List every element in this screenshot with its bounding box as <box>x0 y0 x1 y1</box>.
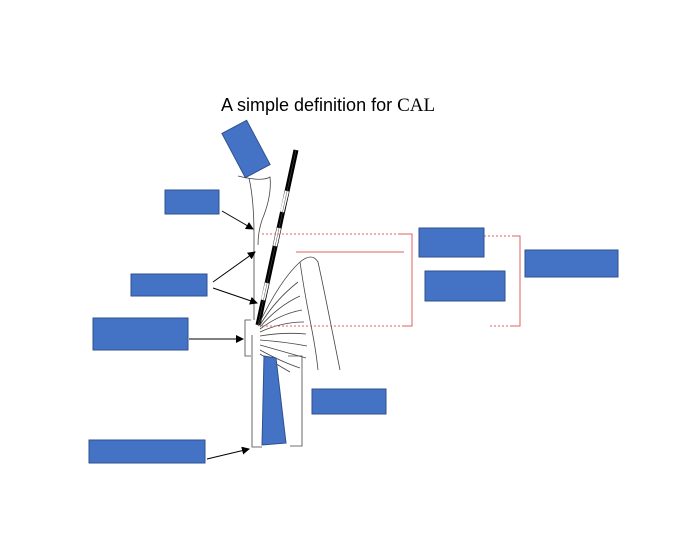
arrow-upper <box>221 210 254 230</box>
label-box-right-root <box>311 388 387 415</box>
label-box-junction-left <box>92 317 189 351</box>
label-box-bracket-lower <box>424 270 506 302</box>
arrow-bottom <box>206 446 250 460</box>
label-box-bracket-outer <box>524 249 619 278</box>
label-box-crown-tooth <box>221 119 271 179</box>
pointer-arrows <box>189 210 258 460</box>
tooth-crown <box>221 119 271 179</box>
arrow-mid-lower <box>212 287 258 305</box>
periodontal-probe <box>255 149 299 326</box>
bone-shape <box>261 355 287 446</box>
measurement-brackets <box>262 233 521 327</box>
tooth-outline <box>237 175 271 448</box>
diagram-title: A simple definition for CAL <box>221 95 435 116</box>
label-box-bottom-left <box>88 439 206 464</box>
label-box-mid-left <box>130 273 208 297</box>
cej-bracket <box>244 319 251 357</box>
label-boxes <box>88 189 619 464</box>
label-box-bracket-upper <box>418 227 485 258</box>
title-serif: CAL <box>397 95 435 116</box>
label-box-upper-left <box>164 189 220 215</box>
title-main: A simple definition for <box>221 95 397 115</box>
alveolar-bone <box>261 355 303 447</box>
arrow-mid-upper <box>212 251 256 283</box>
